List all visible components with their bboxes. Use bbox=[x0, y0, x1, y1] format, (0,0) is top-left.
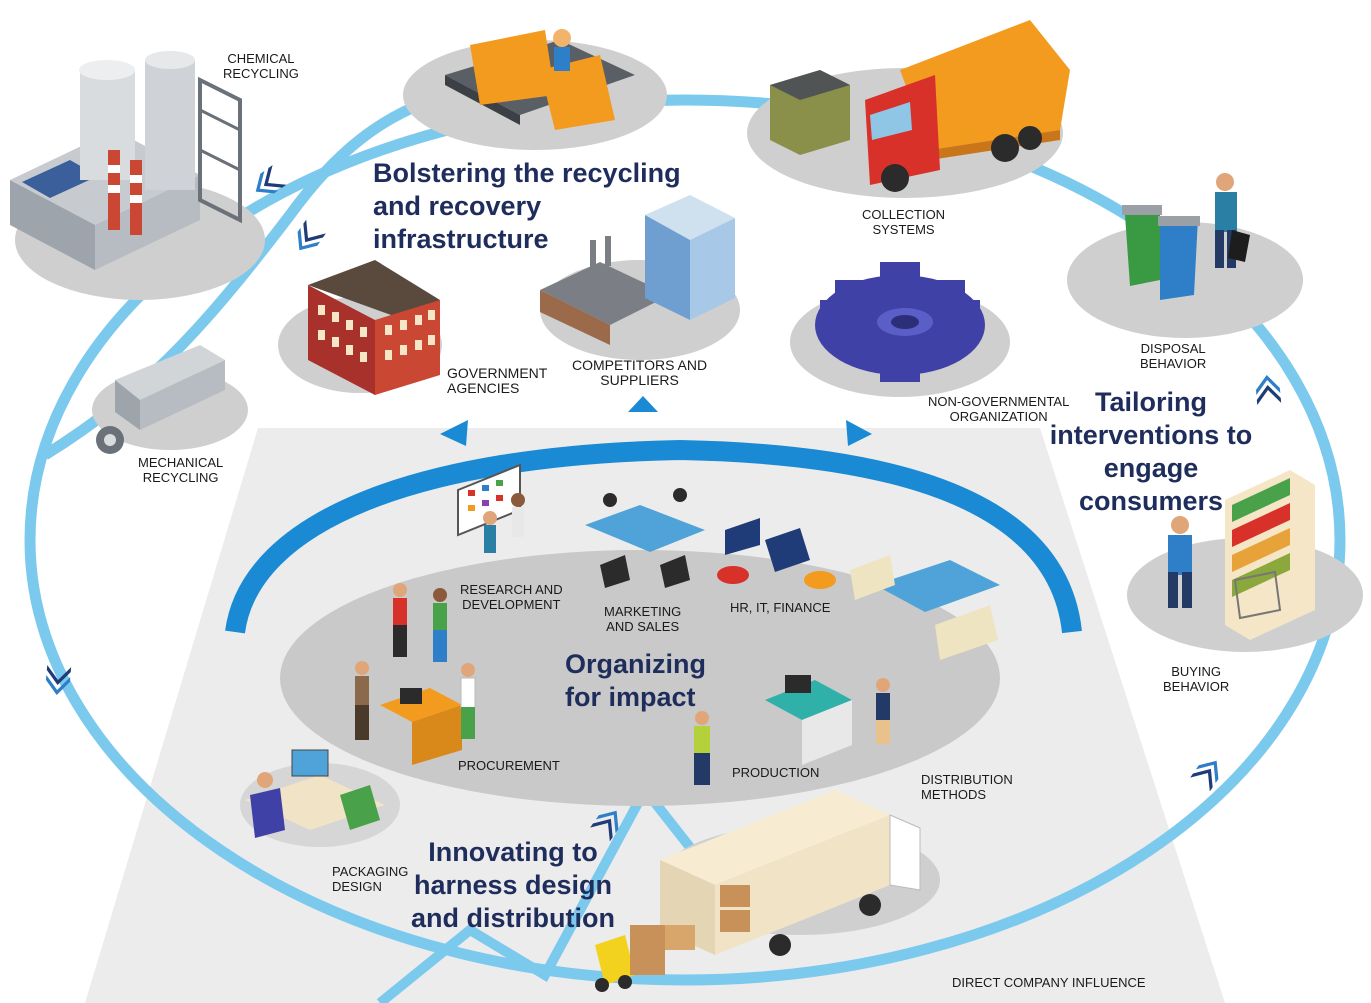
arc-arrow-center bbox=[628, 396, 658, 412]
factory-office-icon bbox=[540, 195, 735, 345]
distribution-path bbox=[376, 780, 704, 1003]
production-desk-icon bbox=[765, 675, 890, 765]
forklift-icon bbox=[595, 925, 695, 992]
gear-team-icon bbox=[815, 262, 985, 382]
supermarket-shelf-icon bbox=[1168, 470, 1315, 640]
outer-loop bbox=[24, 94, 1346, 986]
label-direct-influence: DIRECT COMPANY INFLUENCE bbox=[952, 975, 1146, 990]
chevron-icon bbox=[1254, 374, 1282, 405]
organizing-arc bbox=[225, 439, 1082, 634]
chemical-plant-icon bbox=[10, 51, 242, 270]
heading-organizing: Organizing for impact bbox=[565, 649, 706, 712]
arc-arrow-right bbox=[846, 420, 872, 446]
recycling-bins-icon bbox=[1122, 173, 1250, 300]
heading-recycling: Bolstering the recycling and recovery in… bbox=[373, 158, 681, 254]
office-workers-icon bbox=[393, 583, 447, 662]
procurement-desk-icon bbox=[355, 661, 476, 765]
brainstorm-board-icon bbox=[457, 463, 525, 553]
government-building-icon bbox=[308, 260, 440, 395]
heading-consumers: Tailoring interventions to engage consum… bbox=[1049, 387, 1253, 516]
worker-icon bbox=[694, 711, 710, 785]
heading-design: Innovating to harness design and distrib… bbox=[411, 837, 615, 933]
designer-desk-icon bbox=[245, 749, 385, 838]
mechanical-shredder-icon bbox=[96, 345, 225, 454]
delivery-truck-icon bbox=[660, 790, 921, 956]
label-procurement: PROCUREMENT bbox=[458, 758, 560, 773]
lounge-meeting-icon bbox=[717, 518, 1000, 660]
arc-arrow-left bbox=[440, 420, 468, 446]
label-production: PRODUCTION bbox=[732, 765, 820, 780]
chevron-icon bbox=[289, 219, 326, 258]
sorting-line-icon bbox=[445, 29, 635, 130]
meeting-table-icon bbox=[585, 488, 705, 588]
label-hr-it-finance: HR, IT, FINANCE bbox=[730, 600, 831, 615]
garbage-truck-icon bbox=[770, 20, 1070, 192]
